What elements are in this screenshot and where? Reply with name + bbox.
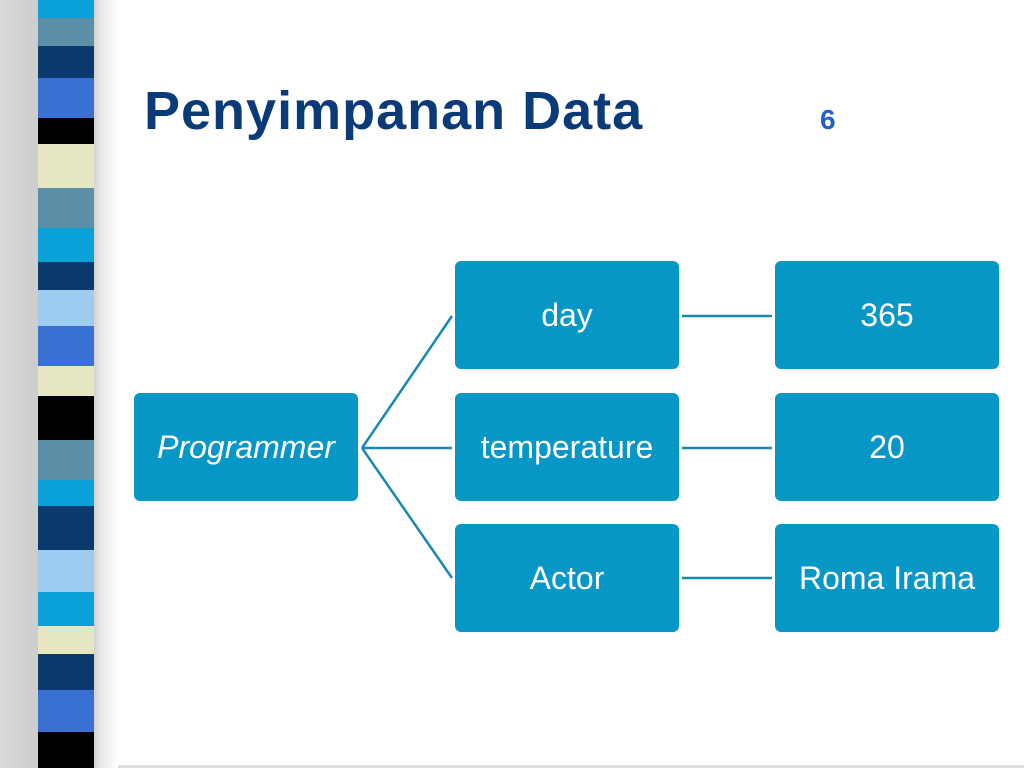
value-node-20: 20	[775, 393, 999, 501]
key-node-day: day	[455, 261, 679, 369]
root-node-programmer: Programmer	[134, 393, 358, 501]
strip-segment	[38, 732, 94, 768]
strip-segment	[38, 626, 94, 654]
value-node-roma-irama: Roma Irama	[775, 524, 999, 632]
strip-segment	[38, 506, 94, 550]
strip-segment	[38, 78, 94, 118]
connector-root-day	[360, 315, 454, 449]
strip-segment	[38, 18, 94, 46]
strip-segment	[38, 480, 94, 506]
strip-segment	[38, 326, 94, 366]
strip-segment	[38, 550, 94, 592]
strip-segment	[38, 366, 94, 396]
strip-segment	[38, 262, 94, 290]
strip-segment	[38, 118, 94, 144]
slide-number: 6	[820, 104, 836, 135]
slide-title: Penyimpanan Data	[144, 81, 644, 141]
connector-root-actor	[360, 447, 454, 579]
strip-segment	[38, 46, 94, 78]
strip-segment	[38, 0, 94, 18]
left-striped-bar	[38, 0, 94, 768]
strip-segment	[38, 188, 94, 228]
strip-segment	[38, 592, 94, 626]
value-node-365: 365	[775, 261, 999, 369]
key-node-temperature: temperature	[455, 393, 679, 501]
strip-segment	[38, 396, 94, 440]
strip-segment	[38, 654, 94, 690]
strip-segment	[38, 290, 94, 326]
strip-segment	[38, 228, 94, 262]
bottom-divider	[118, 765, 1024, 768]
key-node-actor: Actor	[455, 524, 679, 632]
strip-segment	[38, 144, 94, 188]
strip-segment	[38, 440, 94, 480]
strip-segment	[38, 690, 94, 732]
